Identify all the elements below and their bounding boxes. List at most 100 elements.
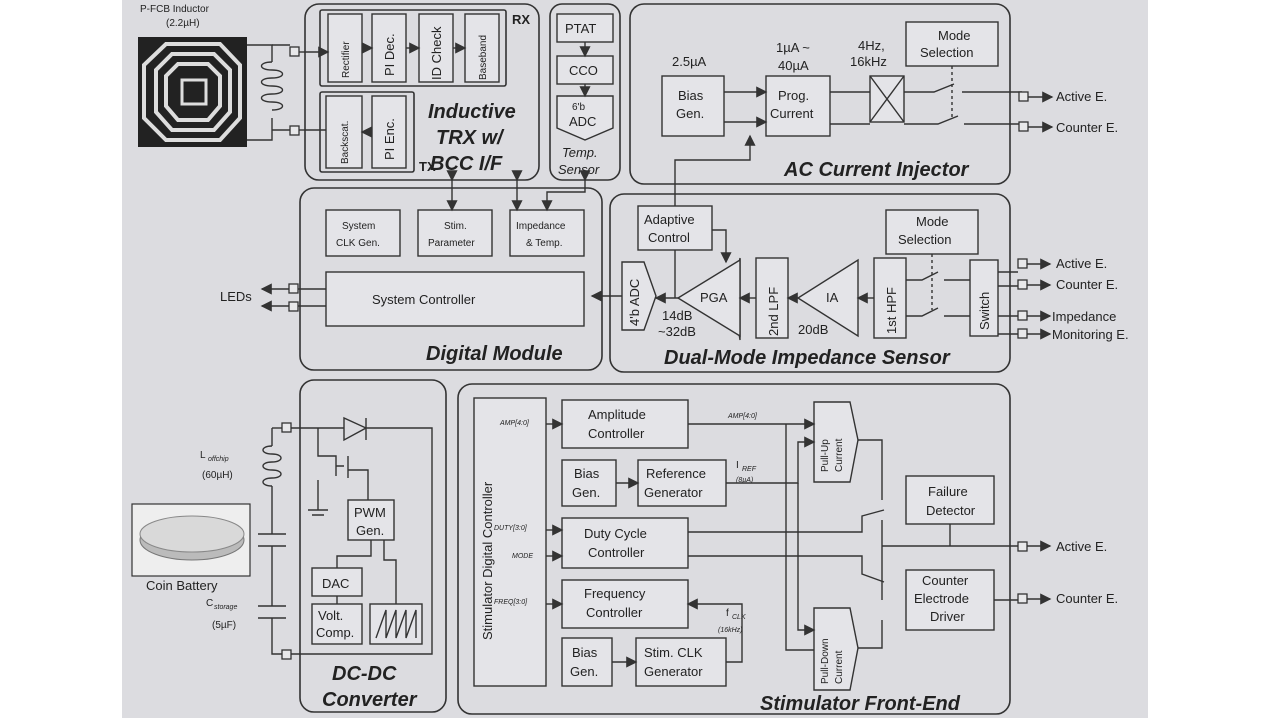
ref-bias-1: Bias	[574, 466, 600, 481]
pga-label: PGA	[700, 290, 728, 305]
stim-param-1: Stim.	[444, 221, 467, 232]
prog-current-2: Current	[770, 106, 814, 121]
l-offchip-value: (60µH)	[202, 470, 233, 481]
l-offchip-sub: offchip	[208, 456, 229, 463]
prog-range-2: 40µA	[778, 58, 809, 73]
pi-dec-label: PI Dec.	[382, 33, 397, 76]
sys-clk-gen-block	[325, 209, 401, 257]
digital-title: Digital Module	[426, 343, 563, 365]
ref-gen-1: Reference	[646, 466, 706, 481]
ac-mode-1: Mode	[938, 28, 971, 43]
duty-1: Duty Cycle	[584, 526, 647, 541]
pull-down-1: Pull-Down	[820, 638, 831, 684]
imp-temp-2: & Temp.	[526, 238, 563, 249]
freq-label-2: 16kHz	[850, 54, 887, 69]
adaptive-control-block	[637, 205, 713, 251]
dcdc-title-2: Converter	[322, 689, 418, 711]
dac-label: DAC	[322, 576, 349, 591]
ac-current-injector-module: 2.5µA Bias Gen. 1µA ~ 40µA Prog. Current…	[629, 3, 1118, 185]
rectifier-label: Rectifier	[341, 41, 352, 78]
stimulator-module: Stimulator Digital Controller AMP[4:0] D…	[457, 383, 1118, 715]
comp-1: Volt.	[318, 608, 343, 623]
adaptive-2: Control	[648, 230, 690, 245]
stim-counter-e: Counter E.	[1056, 591, 1118, 606]
imp-adc-label: 4'b ADC	[627, 279, 642, 326]
clk-bias-1: Bias	[572, 645, 598, 660]
ac-mode-selection-block	[905, 21, 999, 67]
stim-digital-controller-label: Stimulator Digital Controller	[480, 481, 495, 640]
impedance-temp-block	[509, 209, 585, 257]
prog-current-1: Prog.	[778, 88, 809, 103]
clk-bias-gen-block	[561, 637, 613, 687]
amp-signal: AMP[4:0]	[499, 420, 530, 427]
imp-mode-2: Selection	[898, 232, 951, 247]
pga-gain-2: ~32dB	[658, 324, 696, 339]
cco-label: CCO	[569, 63, 598, 78]
fclk-value: (16kHz)	[718, 627, 743, 634]
pfcb-inductor: P-FCB Inductor (2.2µH)	[138, 4, 304, 147]
iref-label: I	[736, 460, 739, 471]
volt-comp-block	[311, 603, 363, 645]
imp-mode-1: Mode	[916, 214, 949, 229]
stim-parameter-block	[417, 209, 493, 257]
clk-bias-2: Gen.	[570, 664, 598, 679]
temp-sensor-module: PTAT CCO 6'b ADC Temp. Sensor	[549, 3, 621, 181]
duty-2: Controller	[588, 545, 645, 560]
imp-adc-block	[621, 261, 657, 331]
c-storage-sub: storage	[214, 604, 237, 611]
stim-clk-generator-block	[635, 637, 727, 687]
cco-block	[556, 55, 614, 85]
temp-title-2: Sensor	[558, 162, 600, 177]
trx-title-3: BCC I/F	[430, 153, 503, 175]
inductor-label: P-FCB Inductor	[140, 4, 210, 15]
inductive-trx-module: RX TX Rectifier PI Dec. ID Check Baseban…	[304, 3, 540, 181]
ref-bias-2: Gen.	[572, 485, 600, 500]
imp-counter-e: Counter E.	[1056, 277, 1118, 292]
baseband-label: Baseband	[478, 35, 489, 80]
temp-adc-2: ADC	[569, 114, 596, 129]
stim-digital-controller-block	[473, 397, 547, 687]
reference-generator-block	[637, 459, 727, 507]
rectifier-block	[327, 13, 363, 83]
freq-label-1: 4Hz,	[858, 38, 885, 53]
ac-counter-e: Counter E.	[1056, 120, 1118, 135]
ia-gain: 20dB	[798, 322, 828, 337]
id-check-block	[418, 13, 454, 83]
impedance-sensor-module: Adaptive Control Mode Selection 4'b ADC …	[590, 134, 1129, 373]
freq-2: Controller	[586, 605, 643, 620]
block-diagram: P-FCB Inductor (2.2µH) RX TX Rectifier P…	[131, 3, 1129, 715]
amp-bus-label: AMP[4:0]	[727, 413, 758, 420]
coin-battery-label: Coin Battery	[146, 578, 218, 593]
ac-title: AC Current Injector	[783, 159, 970, 181]
ac-bias-gen-2: Gen.	[676, 106, 704, 121]
failure-detector-block	[905, 475, 995, 525]
prog-current-block	[765, 75, 831, 137]
comp-2: Comp.	[316, 625, 354, 640]
ptat-block	[556, 13, 614, 43]
prog-range-1: 1µA ~	[776, 40, 810, 55]
system-controller-block	[325, 271, 585, 327]
sys-clk-2: CLK Gen.	[336, 238, 380, 249]
ia-label: IA	[826, 290, 839, 305]
rx-label: RX	[512, 12, 530, 27]
cedrv-3: Driver	[930, 609, 965, 624]
baseband-block	[464, 13, 500, 83]
inductor-value: (2.2µH)	[166, 18, 200, 29]
l-offchip-label: L	[200, 450, 206, 461]
imp-temp-1: Impedance	[516, 221, 566, 232]
pull-up-1: Pull-Up	[820, 439, 831, 472]
temp-adc-1: 6'b	[572, 102, 585, 113]
stim-param-2: Parameter	[428, 238, 475, 249]
freq-1: Frequency	[584, 586, 646, 601]
imp-title: Dual-Mode Impedance Sensor	[664, 347, 951, 369]
pull-up-current-block	[813, 401, 859, 483]
stim-title: Stimulator Front-End	[760, 693, 961, 715]
pi-enc-label: PI Enc.	[382, 118, 397, 160]
iref-sub: REF	[742, 466, 757, 473]
pi-dec-block	[371, 13, 407, 83]
counter-electrode-driver-block	[905, 569, 995, 631]
amp-ctrl-1: Amplitude	[588, 407, 646, 422]
system-controller-label: System Controller	[372, 292, 476, 307]
imp-active-e: Active E.	[1056, 256, 1107, 271]
cedrv-2: Electrode	[914, 591, 969, 606]
